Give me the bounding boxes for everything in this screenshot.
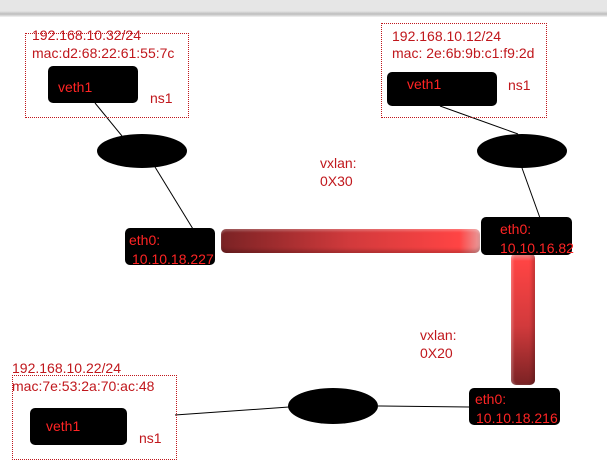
eth-name: eth0:	[500, 221, 532, 237]
eth-node-bottom	[469, 388, 560, 425]
link-veth-bridge-bl	[174, 406, 290, 416]
veth-node: veth1	[30, 408, 127, 445]
ns-ip: 192.168.10.32/24	[32, 27, 141, 43]
vxlan-id: 0X20	[420, 345, 453, 361]
eth-name: eth0:	[129, 232, 161, 248]
ns-mac: mac:d2:68:22:61:55:7c	[32, 45, 175, 61]
eth-ip: 10.10.16.82	[500, 240, 574, 256]
vxlan-label: vxlan:	[420, 327, 457, 343]
ns-mac: mac:7e:53:2a:70:ac:48	[12, 378, 155, 394]
link-veth-bridge-tl	[94, 102, 123, 137]
vxlan-tunnel-vertical	[511, 253, 535, 385]
eth-ip: 10.10.18.227	[132, 251, 214, 267]
link-veth-bridge-tr	[439, 105, 519, 135]
bridge-top-left	[97, 134, 187, 168]
vxlan-label: vxlan:	[320, 155, 357, 171]
ns-label: ns1	[150, 90, 173, 106]
ns-ip: 192.168.10.12/24	[392, 28, 501, 44]
ns-label: ns1	[508, 77, 531, 93]
ns-mac: mac: 2e:6b:9b:c1:f9:2d	[392, 45, 535, 61]
eth-ip: 10.10.18.216	[476, 410, 558, 426]
veth-label: veth1	[46, 418, 81, 434]
bridge-bottom	[288, 388, 378, 424]
ns-ip: 192.168.10.22/24	[12, 360, 121, 376]
veth-label: veth1	[58, 79, 93, 95]
eth-node-left	[125, 228, 215, 265]
namespace-box-top-right	[381, 23, 547, 118]
bridge-top-right	[477, 134, 567, 168]
link-bridge-eth-left	[154, 166, 194, 230]
eth-name: eth0:	[475, 391, 507, 407]
eth-node-right	[481, 217, 572, 255]
link-bridge-eth-bottom	[377, 405, 470, 408]
vxlan-id: 0X30	[320, 173, 353, 189]
ns-label: ns1	[139, 430, 162, 446]
namespace-box-top-left	[25, 33, 189, 118]
link-bridge-eth-right	[521, 167, 541, 219]
veth-node: veth1	[387, 72, 497, 106]
veth-node: veth1	[48, 66, 138, 103]
window-top-bar	[0, 0, 607, 17]
vxlan-tunnel-horizontal	[221, 229, 480, 253]
namespace-box-bottom-left	[12, 375, 177, 460]
veth-label: veth1	[407, 76, 442, 92]
